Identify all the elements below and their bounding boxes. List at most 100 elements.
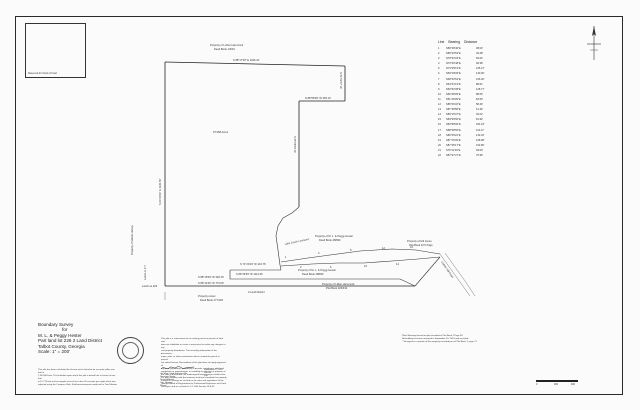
certification-line: Georgia Board of Registration for Profes… <box>161 383 226 385</box>
clerk-reserved-box: Reserved for Clerk of Court <box>25 23 86 78</box>
bearing-cell: S87°35'17"E <box>446 143 461 147</box>
label-bottom-owner: Property owner <box>198 294 216 298</box>
reference-note-line: Plats/ Bearings based on plat recorded i… <box>402 335 464 337</box>
bearing-cell: N86°15'07"E <box>446 113 461 117</box>
distance-cell: 48.38' <box>476 62 483 66</box>
distance-cell: 108.98' <box>476 138 485 142</box>
scale-label: 400 <box>571 383 575 386</box>
title-line-6: Scale: 1" = 200' <box>38 349 71 355</box>
distance-cell: 130.06' <box>476 72 485 76</box>
line-number-cell: 5 <box>438 67 440 71</box>
closure-note-line: adjusted using the Compass Rule. Field m… <box>38 384 118 387</box>
label-hester-north-ref: Deed Book 488/90 <box>319 238 341 242</box>
line-table-header: Line Bearing Distance <box>438 40 498 44</box>
label-lower-call-2: S 88°15'09" W 303.15' <box>198 275 224 279</box>
label-lower-call-3: S 89°14'46" W 773.06' <box>198 281 224 285</box>
line-number-cell: 14 <box>438 113 441 117</box>
signature-date: September 2, 2010 <box>204 369 223 371</box>
certification-line: real property boundaries. The recording … <box>161 350 217 355</box>
line-table-header-line: Line <box>438 40 445 44</box>
certification-line: the land. Furthermore, the undersigned l… <box>161 374 226 376</box>
reference-note-line: No building has been reviewed in Septemb… <box>402 338 469 340</box>
sheet-border <box>15 16 623 395</box>
bearing-cell: N83°06'50"E <box>446 118 461 122</box>
certification-text: This plat is a retracement of an existin… <box>161 338 227 389</box>
line-number-cell: 10 <box>438 92 441 96</box>
line-number-cell: 16 <box>438 123 441 127</box>
line-table-row: 21 S76°11'46"E 99.09' <box>438 148 498 153</box>
road-line-2 <box>444 252 476 297</box>
distance-cell: 152.86' <box>476 143 485 147</box>
title-line-2: for <box>62 327 68 333</box>
bearing-cell: S87°15'09"E <box>446 138 461 142</box>
label-road: Golden Hill Road <box>440 260 455 279</box>
line-number-cell: 4 <box>438 62 440 66</box>
scale-bar-segment <box>564 380 578 382</box>
label-east-upper-call: S 01°52'07" W <box>339 72 343 89</box>
distance-cell: 165.47' <box>476 67 485 71</box>
line-table-row: 14 N86°15'07"E 46.02' <box>438 112 498 117</box>
north-arrow-icon <box>587 26 601 60</box>
label-north-owner: Property of Luther Hammock <box>210 43 244 47</box>
bearing-cell: S76°11'46"E <box>446 148 461 152</box>
label-jones-ref: Plat Book 4/72 Page <box>409 243 433 247</box>
distance-cell: 49.48' <box>476 52 483 56</box>
label-hamen-ref: Plat Book 400/432 <box>326 286 348 290</box>
certification-line: regulations or requirements, or suitabil… <box>161 371 226 373</box>
north-boundary-line <box>164 61 346 67</box>
bearing-cell: S87°38'58"E <box>446 108 461 112</box>
bearing-cell: N78°32'03"E <box>446 57 461 61</box>
certification-line: any local jurisdiction, availability of … <box>161 368 224 370</box>
line-table-header-distance: Distance <box>464 40 478 44</box>
label-hester-south-ref: Deed Book 488/90 <box>302 272 324 276</box>
label-jones-owner: Property of Hill Jones <box>407 239 432 243</box>
line-number-cell: 21 <box>438 148 441 152</box>
line-number-cell: 1 <box>438 47 440 50</box>
bearing-cell: N64°31'19"E <box>446 82 461 86</box>
label-bottom-owner-ref: Deed Book 177/193 <box>200 298 223 302</box>
bearing-cell: N84°58'00"E <box>446 123 461 127</box>
label-top-call: S 88°17'09" E 1025.10' <box>233 58 260 62</box>
distance-cell: 46.02' <box>476 113 483 117</box>
bearing-cell: N88°38'55"E <box>446 128 461 132</box>
signature-line: Surveyor Name <box>160 376 176 379</box>
closure-note-line: This plat has been calculated for closur… <box>38 369 115 375</box>
title-line-4: Part land lot 226 2 Land District <box>38 338 103 344</box>
bearing-cell: S51°49'09"E <box>446 97 461 101</box>
distance-cell: 69.64' <box>476 57 483 61</box>
creek-line-number: 16 <box>410 245 413 249</box>
title-line-5: Talbot County, Georgia <box>38 343 85 349</box>
scale-bar-segment <box>536 380 550 382</box>
reference-notes: Plats/ Bearings based on plat recorded i… <box>402 335 512 344</box>
line-number-cell: 3 <box>438 57 440 61</box>
scale-bar: 0 200 400 <box>536 380 580 388</box>
certification-line: does not subdivide or create a new parce… <box>161 344 226 349</box>
signature-line: Ga. Reg. Land Surveyor No. <box>160 373 188 376</box>
line-number-cell: 13 <box>438 108 441 112</box>
line-number-cell: 11 <box>438 97 441 101</box>
bearing-cell: N80°43'53"E <box>446 52 461 56</box>
bearing-cell: N69°18'06"E <box>446 72 461 76</box>
distance-cell: 81.92' <box>476 118 483 122</box>
label-west-owner: Property of Malvin Harvey <box>130 224 134 255</box>
bearing-cell: S59°48'09"E <box>446 92 461 96</box>
job-number: Job No. <box>204 372 212 375</box>
label-land-lot-top-left: Land Lot 177 <box>143 264 147 280</box>
closure-notes: This plat has been calculated for closur… <box>38 369 118 388</box>
distance-cell: 99.09' <box>476 148 483 152</box>
closure-note-line: 1,243,854 feet. The field data upon whic… <box>38 375 116 381</box>
line-number-cell: 9 <box>438 87 440 91</box>
creek-line-number: 1 <box>285 255 287 259</box>
south-creek-line <box>280 256 441 267</box>
